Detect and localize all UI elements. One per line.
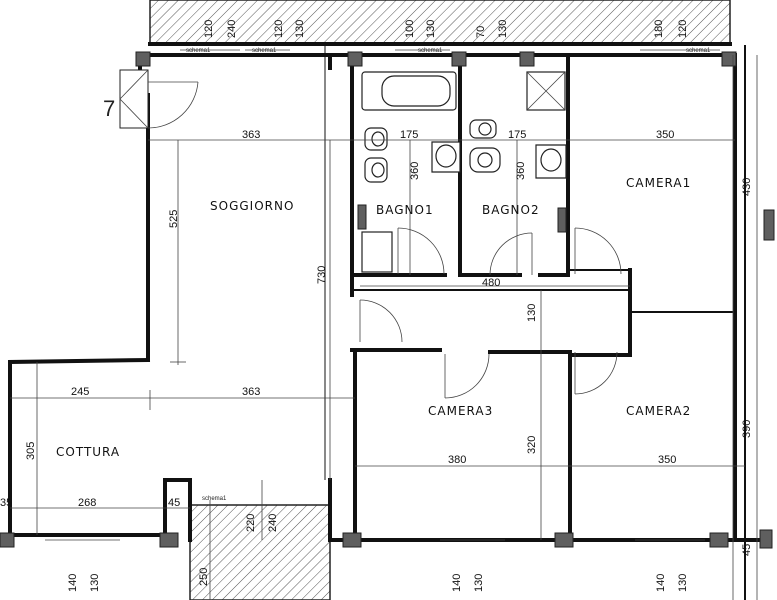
- dim-top-130-c: 130: [497, 20, 509, 38]
- label-schema-5: schema1: [202, 496, 227, 502]
- dim-360-a: 360: [409, 162, 421, 180]
- doors: [359, 227, 622, 399]
- dim-45-right: 45: [741, 544, 753, 556]
- room-camera2: CAMERA2: [626, 404, 691, 418]
- horizontal-dimensions: 363 175 175 350 480 245 363 380 350 268 …: [0, 48, 711, 509]
- room-bagno1: BAGNO1: [376, 203, 434, 217]
- label-schema-1: schema1: [186, 48, 211, 54]
- dim-top-240-a: 240: [226, 20, 238, 38]
- dim-bot-220: 220: [245, 514, 257, 532]
- balcony-top: [149, 0, 731, 45]
- dim-bot-140-b: 140: [451, 574, 463, 592]
- dim-35-left: 35: [0, 497, 12, 509]
- dim-363-mid: 363: [242, 386, 260, 398]
- dim-bot-130-b: 130: [473, 574, 485, 592]
- dim-350-bottom: 350: [658, 454, 676, 466]
- dim-top-120-c: 120: [677, 20, 689, 38]
- dim-130-corridor: 130: [526, 304, 538, 322]
- dim-175-a: 175: [400, 129, 418, 141]
- pillars: [0, 51, 775, 549]
- dim-480: 480: [482, 277, 500, 289]
- dim-top-100: 100: [404, 20, 416, 38]
- dim-250: 250: [198, 568, 210, 586]
- room-camera1: CAMERA1: [626, 176, 691, 190]
- stair-symbol: [119, 69, 199, 129]
- room-bagno2: BAGNO2: [482, 203, 540, 217]
- dim-363-top: 363: [242, 129, 260, 141]
- dim-top-120: 120: [203, 20, 215, 38]
- dim-bot-130-a: 130: [89, 574, 101, 592]
- dim-730: 730: [316, 266, 328, 284]
- dim-top-180: 180: [653, 20, 665, 38]
- dim-430: 430: [741, 178, 753, 196]
- vertical-dimensions: 525 730 360 360 430 130 320 390 305 45 2…: [25, 20, 753, 592]
- dim-bot-240: 240: [267, 514, 279, 532]
- dim-245: 245: [71, 386, 89, 398]
- dim-bot-140-a: 140: [67, 574, 79, 592]
- dim-top-130-a: 130: [294, 20, 306, 38]
- dim-305: 305: [25, 442, 37, 460]
- dim-175-b: 175: [508, 129, 526, 141]
- room-labels: SOGGIORNO BAGNO1 BAGNO2 CAMERA1 CAMERA3 …: [56, 176, 691, 459]
- dim-bot-140-c: 140: [655, 574, 667, 592]
- windows: [45, 49, 720, 541]
- label-schema-2: schema1: [252, 48, 277, 54]
- dim-top-130-b: 130: [425, 20, 437, 38]
- room-soggiorno: SOGGIORNO: [210, 199, 294, 213]
- dim-bot-130-c: 130: [677, 574, 689, 592]
- dim-390: 390: [741, 420, 753, 438]
- dim-350-top: 350: [656, 129, 674, 141]
- label-schema-4: schema1: [686, 48, 711, 54]
- dim-525: 525: [168, 210, 180, 228]
- stair-number: 7: [103, 96, 115, 121]
- dimension-lines: [10, 55, 758, 600]
- label-schema-3: schema1: [418, 48, 443, 54]
- room-cottura: COTTURA: [56, 445, 120, 459]
- dim-top-70: 70: [475, 26, 487, 38]
- room-camera3: CAMERA3: [428, 404, 493, 418]
- dim-320: 320: [526, 436, 538, 454]
- dim-268: 268: [78, 497, 96, 509]
- dim-380: 380: [448, 454, 466, 466]
- balcony-bottom: [189, 504, 331, 600]
- dim-top-120-b: 120: [273, 20, 285, 38]
- dim-45-bottom: 45: [168, 497, 180, 509]
- dim-360-b: 360: [515, 162, 527, 180]
- bathroom-fixtures: [361, 71, 567, 273]
